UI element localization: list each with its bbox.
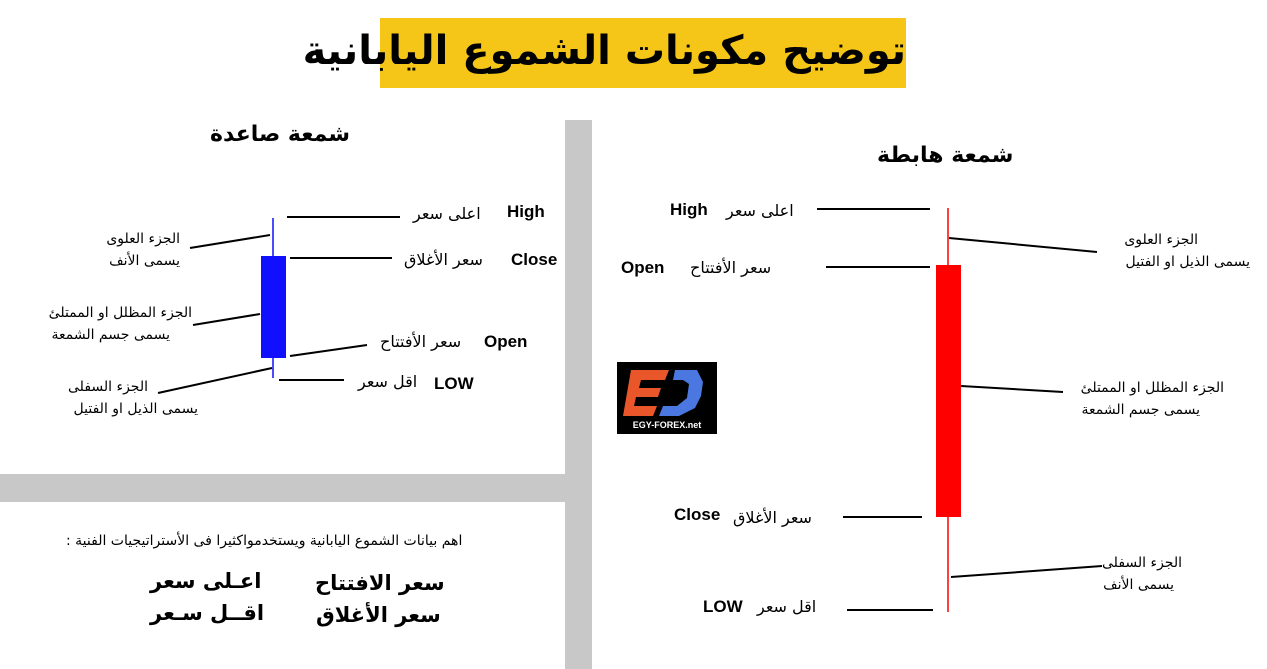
bullish-upper-part-desc: الجزء العلوى يسمى الأنف [82, 228, 180, 272]
egy-forex-logo [617, 362, 717, 434]
logo-text: EGY-FOREX.net [632, 420, 702, 430]
bearish-upper-part-desc: الجزء العلوى يسمى الذيل او الفتيل [1100, 229, 1250, 273]
bullish-body-part-line1: الجزء المظلل او الممتلئ [48, 305, 192, 321]
bearish-open-en: Open [621, 258, 665, 277]
bullish-lower-part-line2: يسمى الذيل او الفتيل [73, 401, 198, 417]
page-title: توضيح مكونات الشموع اليابانية [302, 28, 906, 74]
bullish-lower-part-line [157, 367, 273, 394]
bullish-lower-part-desc: الجزء السفلى يسمى الذيل او الفتيل [52, 376, 198, 420]
bullish-upper-part-line1: الجزء العلوى [106, 231, 180, 247]
bullish-body [261, 256, 286, 358]
bullish-body-part-line [192, 313, 261, 326]
bullish-low-ar: اقل سعر [358, 372, 418, 391]
bullish-open-en: Open [484, 332, 528, 351]
bearish-high-ar: اعلى سعر [726, 201, 794, 220]
bullish-upper-part-line [189, 234, 271, 249]
bullish-body-part-line2: يسمى جسم الشمعة [51, 327, 170, 343]
bullish-upper-part-line2: يسمى الأنف [109, 253, 180, 269]
bearish-body-part-line [960, 385, 1064, 393]
bullish-lower-part-line1: الجزء السفلى [68, 379, 148, 395]
bearish-lower-part-line2: يسمى الأنف [1103, 577, 1174, 593]
summary-note: اهم بيانات الشموع اليابانية ويستخدمواكثي… [66, 533, 463, 549]
horizontal-divider [0, 474, 565, 502]
bullish-heading: شمعة صاعدة [210, 122, 351, 147]
vertical-divider [565, 120, 592, 669]
bearish-body-part-line1: الجزء المظلل او الممتلئ [1080, 380, 1224, 396]
bearish-upper-part-line2: يسمى الذيل او الفتيل [1125, 254, 1250, 270]
bullish-high-ar: اعلى سعر [413, 204, 481, 223]
bullish-high-en: High [507, 202, 545, 221]
bullish-body-part-desc: الجزء المظلل او الممتلئ يسمى جسم الشمعة [28, 302, 192, 346]
bearish-lower-part-line1: الجزء السفلى [1102, 555, 1182, 571]
bearish-high-en: High [670, 200, 708, 219]
summary-item-high: اعـلى سعر [150, 569, 262, 593]
bearish-body-part-line2: يسمى جسم الشمعة [1081, 402, 1200, 418]
bullish-open-ar: سعر الأفتتاح [380, 332, 462, 351]
summary-item-low: اقــل سـعر [150, 601, 265, 625]
bearish-low-en: LOW [703, 597, 743, 616]
bearish-body [936, 265, 961, 517]
logo-mark-icon [623, 370, 703, 416]
bearish-body-part-desc: الجزء المظلل او الممتلئ يسمى جسم الشمعة [1058, 377, 1224, 421]
bullish-close-en: Close [511, 250, 558, 269]
bearish-lower-part-desc: الجزء السفلى يسمى الأنف [1096, 552, 1182, 596]
bullish-open-line [289, 344, 368, 357]
bearish-open-ar: سعر الأفتتاح [690, 258, 772, 277]
title-banner [380, 18, 906, 88]
bullish-low-en: LOW [434, 374, 474, 393]
summary-item-open: سعر الافتتاح [315, 571, 445, 595]
bearish-upper-part-line1: الجزء العلوى [1124, 232, 1198, 248]
bearish-close-ar: سعر الأغلاق [733, 508, 812, 527]
bearish-low-ar: اقل سعر [757, 597, 817, 616]
bullish-close-ar: سعر الأغلاق [404, 250, 483, 269]
summary-item-close: سعر الأغلاق [316, 603, 441, 627]
bearish-close-en: Close [674, 505, 721, 524]
bearish-heading: شمعة هابطة [877, 143, 1014, 168]
bearish-upper-part-line [948, 237, 1098, 253]
bearish-lower-part-line [950, 565, 1103, 578]
